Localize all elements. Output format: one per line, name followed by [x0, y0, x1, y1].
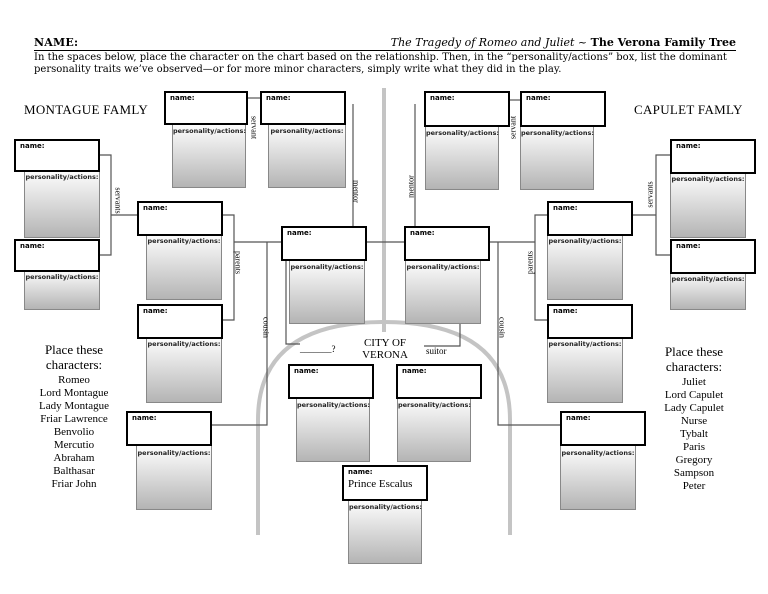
- name-box[interactable]: name:: [560, 411, 646, 446]
- header-rule: [34, 50, 736, 51]
- list-item: Lord Capulet: [664, 389, 724, 401]
- instructions: In the spaces below, place the character…: [34, 52, 727, 75]
- relation-servant-right: servant: [508, 115, 518, 140]
- personality-box[interactable]: personality/actions:: [296, 396, 370, 462]
- personality-box[interactable]: personality/actions:: [146, 335, 222, 403]
- personality-box[interactable]: personality/actions:: [547, 335, 623, 403]
- list-item: Benvolio: [53, 426, 95, 438]
- personality-box[interactable]: personality/actions:: [397, 396, 471, 462]
- personality-box[interactable]: personality/actions:: [670, 270, 746, 310]
- name-box[interactable]: name:: [396, 364, 482, 399]
- relation-parents-left: parents: [233, 250, 243, 275]
- relation-parents-right: parents: [525, 250, 535, 275]
- name-box[interactable]: name:: [547, 304, 633, 339]
- name-box[interactable]: name:: [404, 226, 490, 261]
- capulet-family-heading: CAPULET FAMLY: [634, 102, 743, 117]
- list-item: Lord Montague: [39, 387, 109, 399]
- personality-box[interactable]: personality/actions:: [405, 258, 481, 324]
- personality-box[interactable]: personality/actions:: [24, 268, 100, 310]
- city-of-verona-label: CITY OF VERONA: [362, 337, 408, 361]
- list-item: Lady Capulet: [664, 402, 724, 414]
- name-box[interactable]: name:: [520, 91, 606, 127]
- personality-box[interactable]: personality/actions:: [670, 170, 746, 238]
- name-box[interactable]: name:: [260, 91, 346, 125]
- name-box[interactable]: name:: [424, 91, 510, 127]
- name-box[interactable]: name:: [281, 226, 367, 261]
- personality-box[interactable]: personality/actions:: [560, 444, 636, 510]
- personality-box[interactable]: personality/actions:: [268, 122, 346, 188]
- name-box[interactable]: name:: [14, 139, 100, 172]
- list-item: Gregory: [675, 454, 713, 466]
- name-box[interactable]: name:: [126, 411, 212, 446]
- tree-title: The Verona Family Tree: [590, 36, 736, 49]
- list-item: Mercutio: [53, 439, 95, 451]
- play-title: The Tragedy of Romeo and Juliet: [390, 36, 575, 49]
- personality-box[interactable]: personality/actions:: [172, 122, 246, 188]
- name-box[interactable]: name:: [547, 201, 633, 236]
- personality-box[interactable]: personality/actions:: [146, 232, 222, 300]
- name-box[interactable]: name:: [137, 304, 223, 339]
- relation-unknown: _______?: [300, 344, 336, 354]
- relation-suitor: suitor: [426, 346, 447, 356]
- worksheet-title: The Tragedy of Romeo and Juliet ~ The Ve…: [391, 36, 736, 49]
- name-box[interactable]: name:: [670, 139, 756, 174]
- list-item: Sampson: [673, 467, 715, 479]
- relation-servant-left: servant: [249, 115, 259, 140]
- title-separator: ~: [574, 36, 591, 49]
- list-item: Peter: [682, 480, 706, 492]
- list-item: Abraham: [53, 452, 95, 464]
- name-box[interactable]: name:: [164, 91, 248, 125]
- list-item: Lady Montague: [39, 400, 109, 412]
- relation-cousin-left: cousin: [261, 317, 271, 338]
- list-item: Friar Lawrence: [40, 413, 108, 425]
- personality-box[interactable]: personality/actions:: [547, 232, 623, 300]
- personality-box[interactable]: personality/actions:: [24, 168, 100, 238]
- list-item: Balthasar: [53, 465, 95, 477]
- montague-place-list: Place these characters: Romeo Lord Monta…: [24, 342, 124, 491]
- list-item: Nurse: [680, 415, 708, 427]
- list-item: Romeo: [58, 374, 90, 386]
- list-item: Friar John: [51, 478, 97, 490]
- personality-box[interactable]: personality/actions:: [289, 258, 365, 324]
- relation-cousin-right: cousin: [497, 317, 507, 338]
- relation-servants-left: servants: [113, 187, 123, 214]
- name-box[interactable]: name:: [288, 364, 374, 399]
- list-item: Juliet: [682, 376, 706, 388]
- student-name-label: NAME:: [34, 36, 79, 49]
- personality-box[interactable]: personality/actions:: [136, 444, 212, 510]
- prince-name: Prince Escalus: [348, 478, 413, 490]
- list-item: Tybalt: [680, 428, 708, 440]
- name-box[interactable]: name:: [670, 239, 756, 274]
- list-item: Paris: [683, 441, 705, 453]
- montague-family-heading: MONTAGUE FAMLY: [24, 102, 149, 117]
- name-box[interactable]: name:: [14, 239, 100, 272]
- personality-box[interactable]: personality/actions:: [520, 124, 594, 190]
- name-box[interactable]: name:: [137, 201, 223, 236]
- personality-box[interactable]: personality/actions:: [348, 498, 422, 564]
- relation-servants-right: servants: [645, 181, 655, 208]
- relation-mentor-right: mentor: [406, 175, 416, 198]
- capulet-place-list: Place these characters: Juliet Lord Capu…: [644, 344, 744, 493]
- name-box[interactable]: name:Prince Escalus: [342, 465, 428, 501]
- relation-mentor-left: mentor: [351, 180, 361, 203]
- personality-box[interactable]: personality/actions:: [425, 124, 499, 190]
